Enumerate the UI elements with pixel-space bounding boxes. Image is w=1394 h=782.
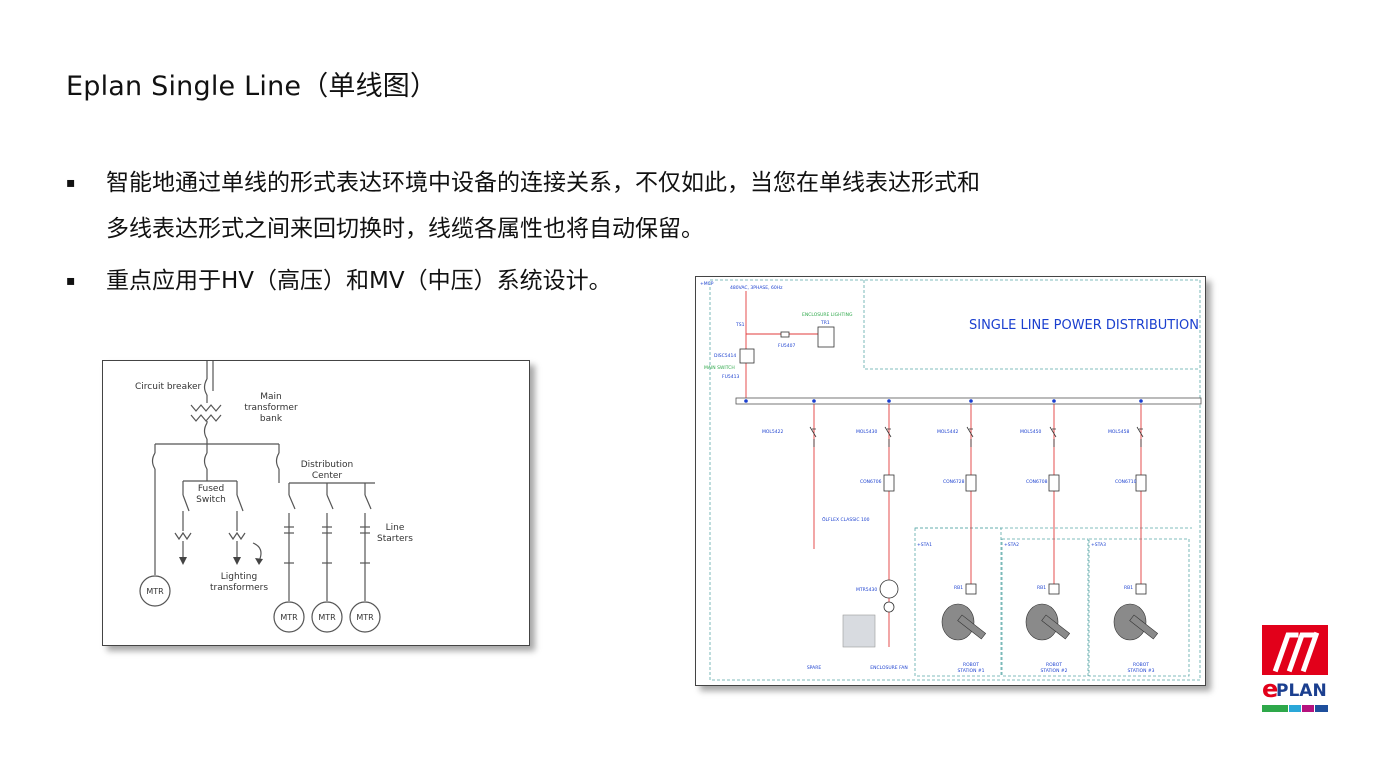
robot-station-label: ROBOT bbox=[1046, 662, 1062, 668]
robot-tag: RB1 bbox=[954, 585, 963, 591]
bullet-item-1: ▪ 智能地通过单线的形式表达环境中设备的连接关系，不仅如此，当您在单线表达形式和… bbox=[66, 160, 1166, 252]
enclosure-fan-label: ENCLOSURE FAN bbox=[870, 665, 907, 671]
fused-switch-label: Switch bbox=[196, 495, 226, 505]
power-distribution-drawing: SINGLE LINE POWER DISTRIBUTION +MCP 480V… bbox=[700, 279, 1202, 681]
motor-label: MTR bbox=[356, 613, 374, 622]
line-starters-label: Starters bbox=[377, 534, 413, 544]
contactor-tag: CON6710 bbox=[1115, 479, 1137, 485]
breaker-tag: MOL5458 bbox=[1108, 429, 1130, 435]
robot-tag: RB1 bbox=[1124, 585, 1133, 591]
robot-station-label: ROBOT bbox=[963, 662, 979, 668]
logo-text: PLAN bbox=[1276, 681, 1327, 701]
lighting-transformers-label: transformers bbox=[210, 583, 268, 593]
motor-label: MTR bbox=[280, 613, 298, 622]
main-transformer-label: Main bbox=[260, 392, 282, 402]
robot-station-label: STATION #2 bbox=[1040, 668, 1067, 674]
enclosure-lighting-label: ENCLOSURE LIGHTING bbox=[802, 312, 853, 318]
main-switch-label: MAIN SWITCH bbox=[704, 365, 735, 371]
fuse-tag: FU5407 bbox=[778, 343, 795, 349]
fuse-tag: FU5413 bbox=[722, 374, 739, 380]
station-tag: +STA1 bbox=[917, 542, 932, 548]
robot-station-label: STATION #1 bbox=[957, 668, 984, 674]
cable-label: ÖLFLEX CLASSIC 100 bbox=[822, 516, 870, 523]
logo-e-letter: e bbox=[1262, 675, 1278, 703]
motor-label: MTR bbox=[318, 613, 336, 622]
fused-switch-label: Fused bbox=[198, 484, 224, 494]
robot-station-label: ROBOT bbox=[1133, 662, 1149, 668]
bullet-item-2: ▪ 重点应用于HV（高压）和MV（中压）系统设计。 bbox=[66, 258, 706, 304]
lighting-transformers-label: Lighting bbox=[221, 572, 257, 582]
eplan-logo-icon: e PLAN bbox=[1262, 625, 1328, 712]
robot-tag: RB1 bbox=[1037, 585, 1046, 591]
ts1-tag: TS1 bbox=[735, 322, 745, 328]
station-tag: +STA2 bbox=[1004, 542, 1019, 548]
diagram-title: SINGLE LINE POWER DISTRIBUTION bbox=[969, 318, 1199, 333]
main-transformer-label: transformer bbox=[244, 403, 298, 413]
distribution-center-label: Distribution bbox=[301, 460, 354, 470]
breaker-tag: MOL5422 bbox=[762, 429, 784, 435]
main-transformer-label: bank bbox=[260, 414, 283, 424]
line-starters-label: Line bbox=[386, 523, 405, 533]
supply-label: 480VAC, 3PHASE, 60Hz bbox=[730, 285, 783, 291]
slide-title: Eplan Single Line（单线图） bbox=[66, 71, 438, 102]
contactor-tag: CON6728 bbox=[943, 479, 965, 485]
single-line-sketch-figure: Circuit breaker Main transformer bank Fu… bbox=[102, 360, 530, 646]
bullet-marker: ▪ bbox=[66, 273, 76, 289]
contactor-tag: CON6708 bbox=[1026, 479, 1048, 485]
station-tag: +STA3 bbox=[1091, 542, 1106, 548]
circuit-breaker-label: Circuit breaker bbox=[135, 382, 202, 392]
tr1-tag: TR1 bbox=[820, 320, 830, 326]
mcp-tag: +MCP bbox=[700, 281, 714, 287]
breaker-tag: MOL5430 bbox=[856, 429, 878, 435]
breaker-tag: MOL5442 bbox=[937, 429, 959, 435]
bullet-text-line: 智能地通过单线的形式表达环境中设备的连接关系，不仅如此，当您在单线表达形式和 bbox=[106, 170, 980, 196]
eplan-logo: e PLAN bbox=[1262, 625, 1328, 717]
robot-station-label: STATION #3 bbox=[1127, 668, 1154, 674]
bullet-marker: ▪ bbox=[66, 175, 76, 191]
motor-tag: MTR5430 bbox=[856, 587, 877, 593]
bullet-text-line: 多线表达形式之间来回切换时，线缆各属性也将自动保留。 bbox=[106, 216, 704, 242]
contactor-tag: CON6706 bbox=[860, 479, 882, 485]
power-distribution-figure: SINGLE LINE POWER DISTRIBUTION +MCP 480V… bbox=[695, 276, 1206, 686]
bullet-text-line: 重点应用于HV（高压）和MV（中压）系统设计。 bbox=[106, 268, 612, 294]
distribution-center-label: Center bbox=[312, 471, 343, 481]
disc-tag: DISC5414 bbox=[714, 353, 736, 359]
motor-label: MTR bbox=[146, 587, 164, 596]
spare-label: SPARE bbox=[807, 665, 821, 671]
single-line-sketch-drawing: Circuit breaker Main transformer bank Fu… bbox=[135, 361, 413, 633]
breaker-tag: MOL5450 bbox=[1020, 429, 1042, 435]
